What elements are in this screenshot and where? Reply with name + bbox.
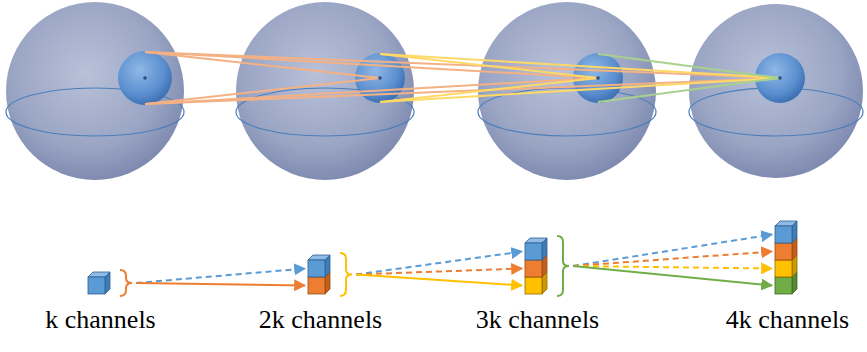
cube bbox=[308, 255, 330, 277]
curly-brace bbox=[557, 236, 569, 296]
cube-front bbox=[525, 243, 542, 260]
channel-arrow bbox=[356, 275, 522, 286]
cube bbox=[525, 238, 547, 260]
center-dot bbox=[378, 76, 382, 80]
big-sphere bbox=[689, 4, 863, 178]
cube-front bbox=[88, 277, 105, 294]
cube-front bbox=[525, 277, 542, 294]
center-dot bbox=[778, 76, 782, 80]
orange-line bbox=[145, 52, 780, 78]
cube-front bbox=[775, 277, 792, 294]
orange-line bbox=[145, 78, 780, 104]
channel-label: k channels bbox=[45, 306, 155, 335]
channel-arrow bbox=[136, 283, 305, 286]
green-line bbox=[598, 78, 780, 102]
green-lines bbox=[598, 54, 780, 102]
channel-stack: k channels bbox=[88, 272, 134, 294]
cube-front bbox=[525, 260, 542, 277]
orange-line bbox=[145, 78, 598, 104]
channel-arrow bbox=[573, 266, 772, 286]
big-sphere bbox=[6, 2, 184, 180]
channel-stack: 2k channels bbox=[308, 255, 354, 294]
yellow-lines bbox=[380, 54, 780, 102]
green-line bbox=[598, 54, 780, 78]
center-dots bbox=[143, 76, 782, 80]
channel-arrow bbox=[356, 252, 522, 275]
center-dot bbox=[143, 76, 147, 80]
cube-stack bbox=[775, 221, 797, 294]
cube-front bbox=[775, 260, 792, 277]
inner-sphere bbox=[573, 53, 623, 103]
inner-sphere bbox=[118, 51, 172, 105]
cube-front bbox=[308, 260, 325, 277]
center-dot bbox=[596, 76, 600, 80]
channel-arrow bbox=[136, 269, 305, 284]
channel-stack: 4k channels bbox=[775, 221, 797, 294]
channel-arrow bbox=[573, 235, 772, 267]
curly-brace bbox=[340, 253, 352, 296]
big-spheres bbox=[6, 2, 863, 180]
cube-stack bbox=[525, 238, 571, 294]
yellow-line bbox=[380, 54, 780, 78]
channel-arrow bbox=[573, 252, 772, 267]
cube-front bbox=[308, 277, 325, 294]
cube-stack bbox=[308, 255, 354, 294]
channel-label: 4k channels bbox=[726, 306, 849, 335]
channel-stack: 3k channels bbox=[525, 238, 571, 294]
connection-lines bbox=[145, 52, 780, 104]
cube-side bbox=[792, 221, 797, 243]
channel-label: 2k channels bbox=[259, 306, 382, 335]
cube-front bbox=[775, 243, 792, 260]
cube-side bbox=[325, 255, 330, 277]
cube-side bbox=[105, 272, 110, 294]
orange-lines bbox=[145, 52, 780, 104]
inner-spheres bbox=[118, 51, 805, 105]
curly-brace bbox=[120, 270, 132, 296]
cube-front bbox=[775, 226, 792, 243]
yellow-line bbox=[380, 78, 780, 102]
cube-stack bbox=[88, 272, 134, 294]
cube bbox=[775, 221, 797, 243]
orange-line bbox=[145, 52, 598, 78]
cube-side bbox=[542, 238, 547, 260]
cube bbox=[88, 272, 110, 294]
channel-label: 3k channels bbox=[476, 306, 599, 335]
channel-arrow bbox=[356, 269, 522, 275]
